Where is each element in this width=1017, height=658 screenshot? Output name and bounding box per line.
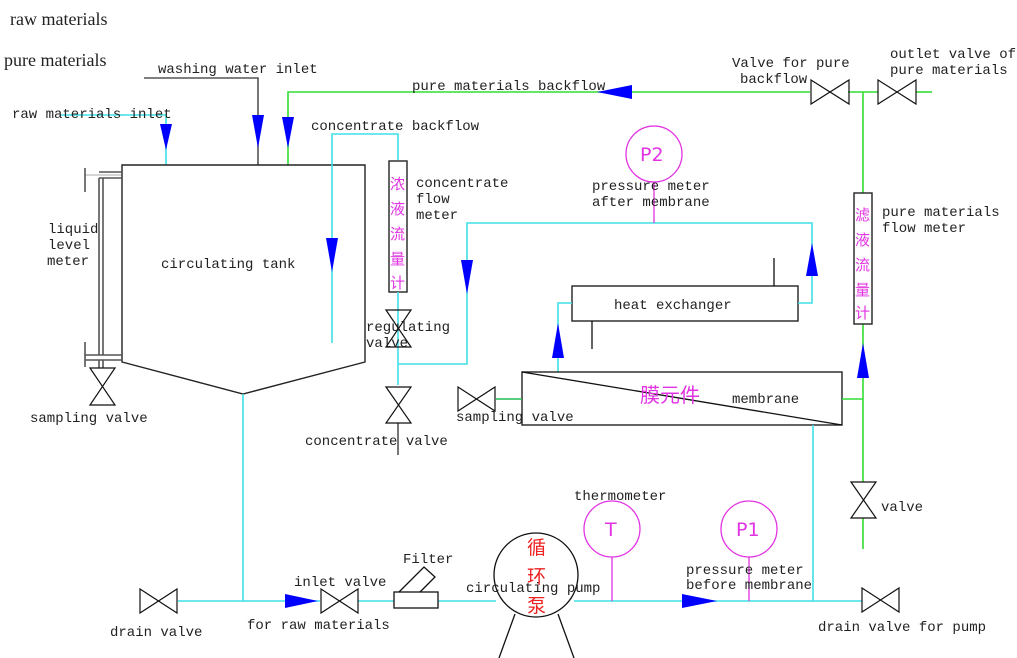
cn-char: 计 — [390, 274, 405, 292]
concentrate-backflow-label: concentrate backflow — [311, 119, 480, 135]
washing-water-inlet-label: washing water inlet — [158, 62, 318, 78]
pressure-before-label-2: before membrane — [686, 578, 812, 594]
cn-char: 量 — [390, 250, 405, 268]
pure-materials-line — [842, 324, 869, 549]
flow-arrow-up — [857, 343, 869, 378]
raw-materials-inlet-label: raw materials inlet — [12, 107, 172, 123]
valve-for-pure-backflow-label-2: backflow — [740, 72, 808, 88]
valve-for-pure-backflow[interactable] — [810, 78, 850, 106]
valve-for-pure-backflow-label-1: Valve for pure — [732, 56, 850, 72]
cn-char: 液 — [390, 200, 405, 218]
flow-arrow-up — [552, 323, 564, 358]
outlet-valve-label-1: outlet valve of — [890, 47, 1016, 63]
flow-arrow-down — [282, 117, 294, 148]
inlet-valve[interactable] — [320, 587, 359, 615]
outlet-valve-label-2: pure materials — [890, 63, 1008, 79]
flow-arrow-down — [252, 115, 264, 148]
drain-valve-label: drain valve — [110, 625, 202, 641]
gauge-p1-label: P1 — [736, 519, 760, 541]
pressure-after-label-1: pressure meter — [592, 179, 710, 195]
circulating-pump: 循 环 泵 — [493, 532, 579, 658]
valve-label: valve — [881, 500, 923, 516]
circulating-tank — [121, 164, 366, 395]
concentrate-flow-meter-label-1: concentrate — [416, 176, 508, 192]
pure-materials-flow-meter: 滤 液 流 量 计 — [853, 192, 873, 325]
pure-materials-backflow-label: pure materials backflow — [412, 79, 606, 95]
flow-arrow-down — [461, 260, 473, 294]
filter-label: Filter — [403, 552, 453, 568]
pressure-gauge-p1: P1 — [720, 500, 778, 601]
legend-raw-materials: raw materials — [10, 9, 107, 29]
outlet-valve-pure-materials[interactable] — [877, 78, 917, 106]
concentrate-flow-meter-label-2: flow — [416, 192, 450, 208]
regulating-valve-label-1: regulating — [366, 320, 450, 336]
membrane-cn-label: 膜元件 — [640, 383, 700, 407]
sampling-valve-membrane-label: sampling valve — [456, 410, 574, 426]
flow-arrow-left — [597, 85, 632, 99]
cn-char: 环 — [527, 566, 546, 588]
inlet-valve-label: inlet valve — [294, 575, 386, 591]
concentrate-valve[interactable] — [384, 386, 413, 424]
cn-char: 滤 — [855, 206, 870, 224]
cn-char: 计 — [855, 304, 870, 322]
filter — [393, 566, 439, 609]
pressure-after-label-2: after membrane — [592, 195, 710, 211]
sampling-valve-tank-label: sampling valve — [30, 411, 148, 427]
flow-arrow-down — [326, 238, 338, 272]
regulating-valve-label-2: valve — [366, 336, 408, 352]
pure-materials-backflow-pipe — [282, 85, 932, 193]
sampling-valve-membrane[interactable] — [457, 385, 496, 413]
heat-exchanger — [552, 243, 818, 372]
drain-valve-for-pump-label: drain valve for pump — [818, 620, 986, 636]
pure-flow-meter-label-2: flow meter — [882, 221, 966, 237]
circulating-tank-label: circulating tank — [161, 257, 295, 273]
flow-arrow-right — [285, 594, 318, 608]
concentrate-valve-label: concentrate valve — [305, 434, 448, 450]
flow-arrow-right — [682, 594, 717, 608]
cn-char: 浓 — [390, 175, 405, 193]
regulating-valve[interactable] — [384, 309, 413, 348]
cn-char: 泵 — [527, 595, 546, 617]
membrane-label: membrane — [732, 392, 799, 408]
thermometer-label: thermometer — [574, 489, 666, 505]
liquid-level-meter-label-3: meter — [47, 254, 89, 270]
thermometer-gauge: T — [583, 500, 641, 601]
concentrate-flow-meter: 浓 液 流 量 计 — [388, 160, 408, 293]
pressure-before-label-1: pressure meter — [686, 563, 804, 579]
main-circulation-line — [178, 394, 862, 608]
gauge-t-label: T — [604, 519, 617, 541]
liquid-level-meter-label-1: liquid — [48, 222, 98, 238]
liquid-level-meter-label-2: level — [48, 238, 90, 254]
membrane-element — [521, 371, 843, 601]
heat-exchanger-label: heat exchanger — [614, 298, 732, 314]
pressure-gauge-p2: P2 — [625, 125, 683, 223]
legend-pure-materials: pure materials — [4, 50, 106, 70]
drain-valve-for-pump[interactable] — [861, 586, 900, 614]
circulating-pump-label: circulating pump — [466, 581, 600, 597]
cn-char: 循 — [527, 537, 546, 559]
liquid-level-meter — [84, 168, 122, 368]
concentrate-line — [397, 222, 813, 455]
cn-char: 量 — [855, 281, 870, 299]
cn-char: 流 — [855, 256, 870, 274]
flow-arrow-down — [160, 124, 172, 150]
concentrate-backflow-pipe — [326, 133, 399, 343]
valve-pure-line[interactable] — [849, 481, 878, 519]
pure-flow-meter-label-1: pure materials — [882, 205, 1000, 221]
for-raw-materials-label: for raw materials — [247, 618, 390, 634]
sampling-valve-tank[interactable] — [88, 367, 117, 406]
raw-materials-inlet-pipe — [60, 114, 172, 165]
washing-water-inlet-pipe — [144, 77, 264, 165]
cn-char: 液 — [855, 231, 870, 249]
gauge-p2-label: P2 — [640, 144, 664, 166]
flow-arrow-up — [806, 243, 818, 276]
concentrate-flow-meter-label-3: meter — [416, 208, 458, 224]
drain-valve[interactable] — [139, 587, 178, 615]
cn-char: 流 — [390, 225, 405, 243]
